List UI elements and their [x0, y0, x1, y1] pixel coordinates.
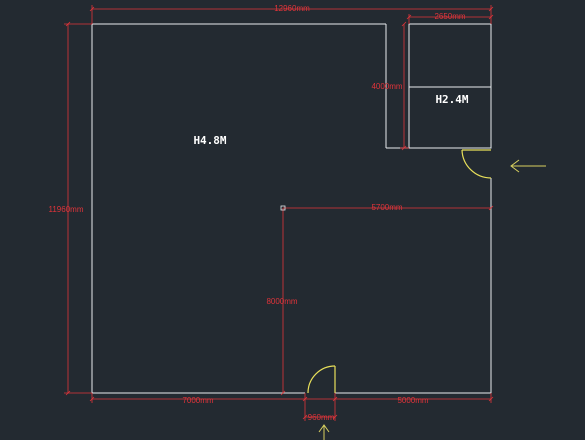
dimension-ticks — [65, 6, 494, 420]
main-room-height-label: H4.8M — [193, 134, 226, 147]
dim-overall-height: 11960mm — [49, 205, 84, 214]
dim-bottom-right: 5000mm — [397, 396, 428, 405]
walls — [91, 23, 492, 394]
small-room-outline — [408, 23, 492, 149]
arrow-up-icon — [318, 424, 330, 440]
dim-inner-vertical: 8000mm — [266, 297, 297, 306]
dim-door-width: 960mm — [308, 413, 335, 422]
dim-overall-width: 12960mm — [274, 4, 310, 13]
dim-small-room-depth: 4000mm — [371, 82, 402, 91]
arrow-left-icon — [510, 159, 546, 173]
east-door-swing — [461, 149, 492, 179]
doors — [307, 149, 492, 394]
dim-inner-offset-right: 5700mm — [371, 203, 402, 212]
main-room-outline — [91, 23, 492, 394]
dim-bottom-left: 7000mm — [182, 396, 213, 405]
south-door-swing — [307, 365, 336, 394]
small-room-height-label: H2.4M — [435, 93, 468, 106]
reference-point-marker — [280, 205, 286, 211]
dimension-lines — [64, 5, 492, 421]
dim-small-room-width: 2650mm — [434, 12, 465, 21]
